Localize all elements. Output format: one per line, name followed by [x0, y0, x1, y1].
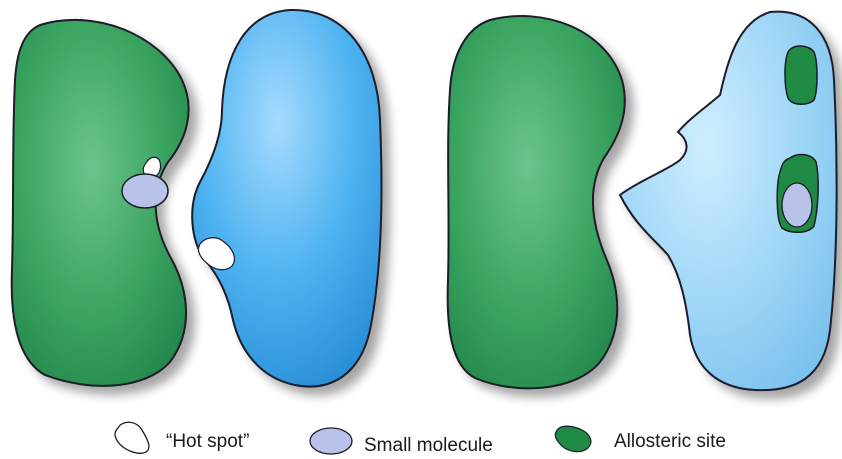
green-protein-right — [448, 16, 625, 388]
legend: “Hot spot” Small molecule Allosteric sit… — [115, 422, 726, 456]
right-panel — [448, 12, 837, 391]
small-molecule-left — [122, 174, 168, 208]
hot-spot-legend-label: “Hot spot” — [166, 431, 249, 452]
small-molecule-right — [782, 183, 812, 227]
blue-protein-left — [192, 10, 381, 387]
small-molecule-legend-icon — [310, 428, 352, 454]
hot-spot-legend-icon — [115, 422, 149, 453]
allosteric-site-legend-label: Allosteric site — [614, 431, 726, 452]
small-molecule-legend-label: Small molecule — [364, 435, 493, 456]
left-panel — [12, 10, 382, 387]
allosteric-site-legend-icon — [555, 426, 591, 452]
allosteric-site-top — [785, 46, 817, 104]
